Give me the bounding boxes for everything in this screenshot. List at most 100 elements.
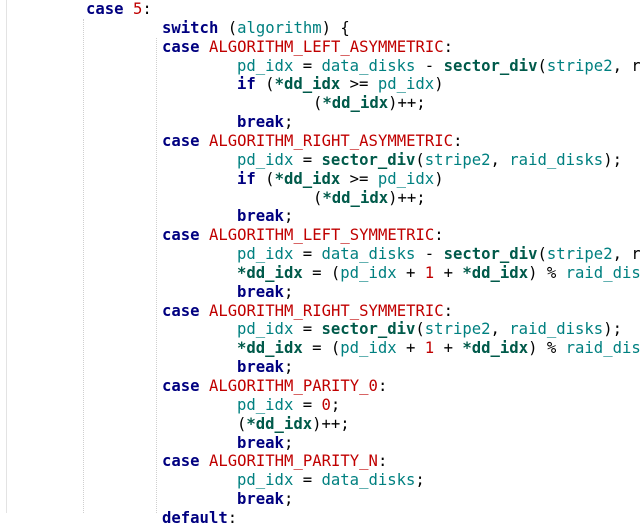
code-token: pd_idx [340, 264, 397, 282]
code-line[interactable]: (*dd_idx)++; [313, 94, 426, 113]
code-token: ( [255, 75, 275, 93]
code-token: ALGORITHM_RIGHT_ASYMMETRIC [208, 132, 454, 150]
code-token: stripe2 [424, 151, 491, 169]
code-token: data_disks [321, 57, 416, 75]
code-token: *dd_idx [237, 264, 303, 282]
code-line[interactable]: *dd_idx = (pd_idx + 1 + *dd_idx) % raid_… [237, 264, 640, 283]
code-token: case [162, 226, 200, 244]
code-token [200, 132, 209, 150]
code-token: ALGORITHM_LEFT_SYMMETRIC [208, 226, 435, 244]
code-token: pd_idx [340, 339, 397, 357]
code-line[interactable]: pd_idx = 0; [237, 396, 340, 415]
code-token: *dd_idx [274, 170, 341, 188]
code-token: ( [537, 57, 547, 75]
code-token: + [396, 339, 425, 357]
code-line[interactable]: break; [237, 207, 293, 226]
code-token: ); [603, 320, 622, 338]
code-token: : [453, 132, 463, 150]
code-token: ) % [528, 264, 566, 282]
code-token: raid_dis [565, 339, 640, 357]
code-line[interactable]: switch (algorithm) { [162, 19, 350, 38]
indent-guide-case [83, 19, 85, 513]
code-line[interactable]: (*dd_idx)++; [237, 415, 350, 434]
code-token: raid_dis [565, 264, 640, 282]
code-token: sector_div [443, 57, 538, 75]
code-token: ; [283, 358, 294, 376]
code-line[interactable]: case ALGORITHM_PARITY_N: [162, 452, 387, 471]
code-line[interactable]: pd_idx = sector_div(stripe2, raid_disks)… [237, 151, 622, 170]
code-token: stripe2 [546, 245, 613, 263]
code-token: *dd_idx [462, 264, 529, 282]
code-line[interactable]: pd_idx = data_disks - sector_div(stripe2… [237, 245, 640, 264]
code-line[interactable]: *dd_idx = (pd_idx + 1 + *dd_idx) % raid_… [237, 339, 640, 358]
code-token: break [237, 358, 284, 376]
code-line[interactable]: (*dd_idx)++; [313, 189, 426, 208]
code-token: pd_idx [237, 396, 294, 414]
code-line[interactable]: pd_idx = data_disks; [237, 471, 425, 490]
code-line[interactable]: break; [237, 490, 293, 509]
indent-guide-switch [156, 38, 158, 513]
code-line[interactable]: break; [237, 434, 293, 453]
code-line[interactable]: if (*dd_idx >= pd_idx) [237, 75, 444, 94]
code-token: case [162, 377, 200, 395]
code-token: ) [434, 75, 444, 93]
code-token: ; [283, 490, 294, 508]
code-token: data_disks [321, 245, 416, 263]
code-token: ( [237, 415, 247, 433]
code-token: sector_div [443, 245, 538, 263]
code-token: ) % [528, 339, 566, 357]
code-token: *dd_idx [237, 339, 303, 357]
editor-gutter-border [6, 0, 7, 513]
code-token: raid_disks [509, 151, 604, 169]
code-token [124, 0, 133, 18]
code-token: ( [313, 94, 323, 112]
code-token: pd_idx [237, 245, 294, 263]
code-token: )++; [388, 189, 426, 207]
code-token: *dd_idx [462, 339, 529, 357]
code-line[interactable]: default: [162, 509, 237, 528]
code-line[interactable]: case ALGORITHM_RIGHT_SYMMETRIC: [162, 302, 453, 321]
code-line[interactable]: case ALGORITHM_LEFT_SYMMETRIC: [162, 226, 444, 245]
code-token: , [490, 320, 510, 338]
code-token: pd_idx [377, 75, 435, 93]
code-line[interactable]: case 5: [86, 0, 152, 19]
code-line[interactable]: break; [237, 113, 293, 132]
code-line[interactable]: if (*dd_idx >= pd_idx) [237, 170, 444, 189]
code-token: stripe2 [424, 320, 491, 338]
code-token: pd_idx [377, 170, 435, 188]
code-token: 1 [424, 264, 435, 282]
code-token: = [293, 57, 322, 75]
code-token: raid_disks [509, 320, 604, 338]
code-token: pd_idx [237, 320, 294, 338]
code-token: pd_idx [237, 471, 294, 489]
code-token: ) [434, 170, 444, 188]
code-line[interactable]: break; [237, 283, 293, 302]
code-token: break [237, 490, 284, 508]
code-line[interactable]: case ALGORITHM_PARITY_0: [162, 377, 387, 396]
code-token: - [415, 245, 444, 263]
code-token: case [162, 452, 200, 470]
code-token: *dd_idx [274, 75, 341, 93]
code-line[interactable]: case ALGORITHM_RIGHT_ASYMMETRIC: [162, 132, 462, 151]
code-token: case [162, 302, 200, 320]
code-token: : [142, 0, 152, 18]
code-token: = [293, 396, 322, 414]
code-token: ); [603, 151, 622, 169]
code-token: *dd_idx [322, 189, 389, 207]
code-token: ( [415, 320, 425, 338]
code-token: case [162, 132, 200, 150]
code-line[interactable]: pd_idx = sector_div(stripe2, raid_disks)… [237, 320, 622, 339]
code-token: ( [313, 189, 323, 207]
code-token: = [293, 320, 322, 338]
code-line[interactable]: pd_idx = data_disks - sector_div(stripe2… [237, 57, 640, 76]
code-token: ALGORITHM_LEFT_ASYMMETRIC [208, 38, 444, 56]
code-token: >= [340, 75, 378, 93]
code-token: ; [415, 471, 425, 489]
code-token: : [434, 226, 444, 244]
code-line[interactable]: break; [237, 358, 293, 377]
code-line[interactable]: case ALGORITHM_LEFT_ASYMMETRIC: [162, 38, 453, 57]
code-token: ) { [321, 19, 350, 37]
code-token: = ( [302, 339, 341, 357]
code-token [200, 226, 209, 244]
